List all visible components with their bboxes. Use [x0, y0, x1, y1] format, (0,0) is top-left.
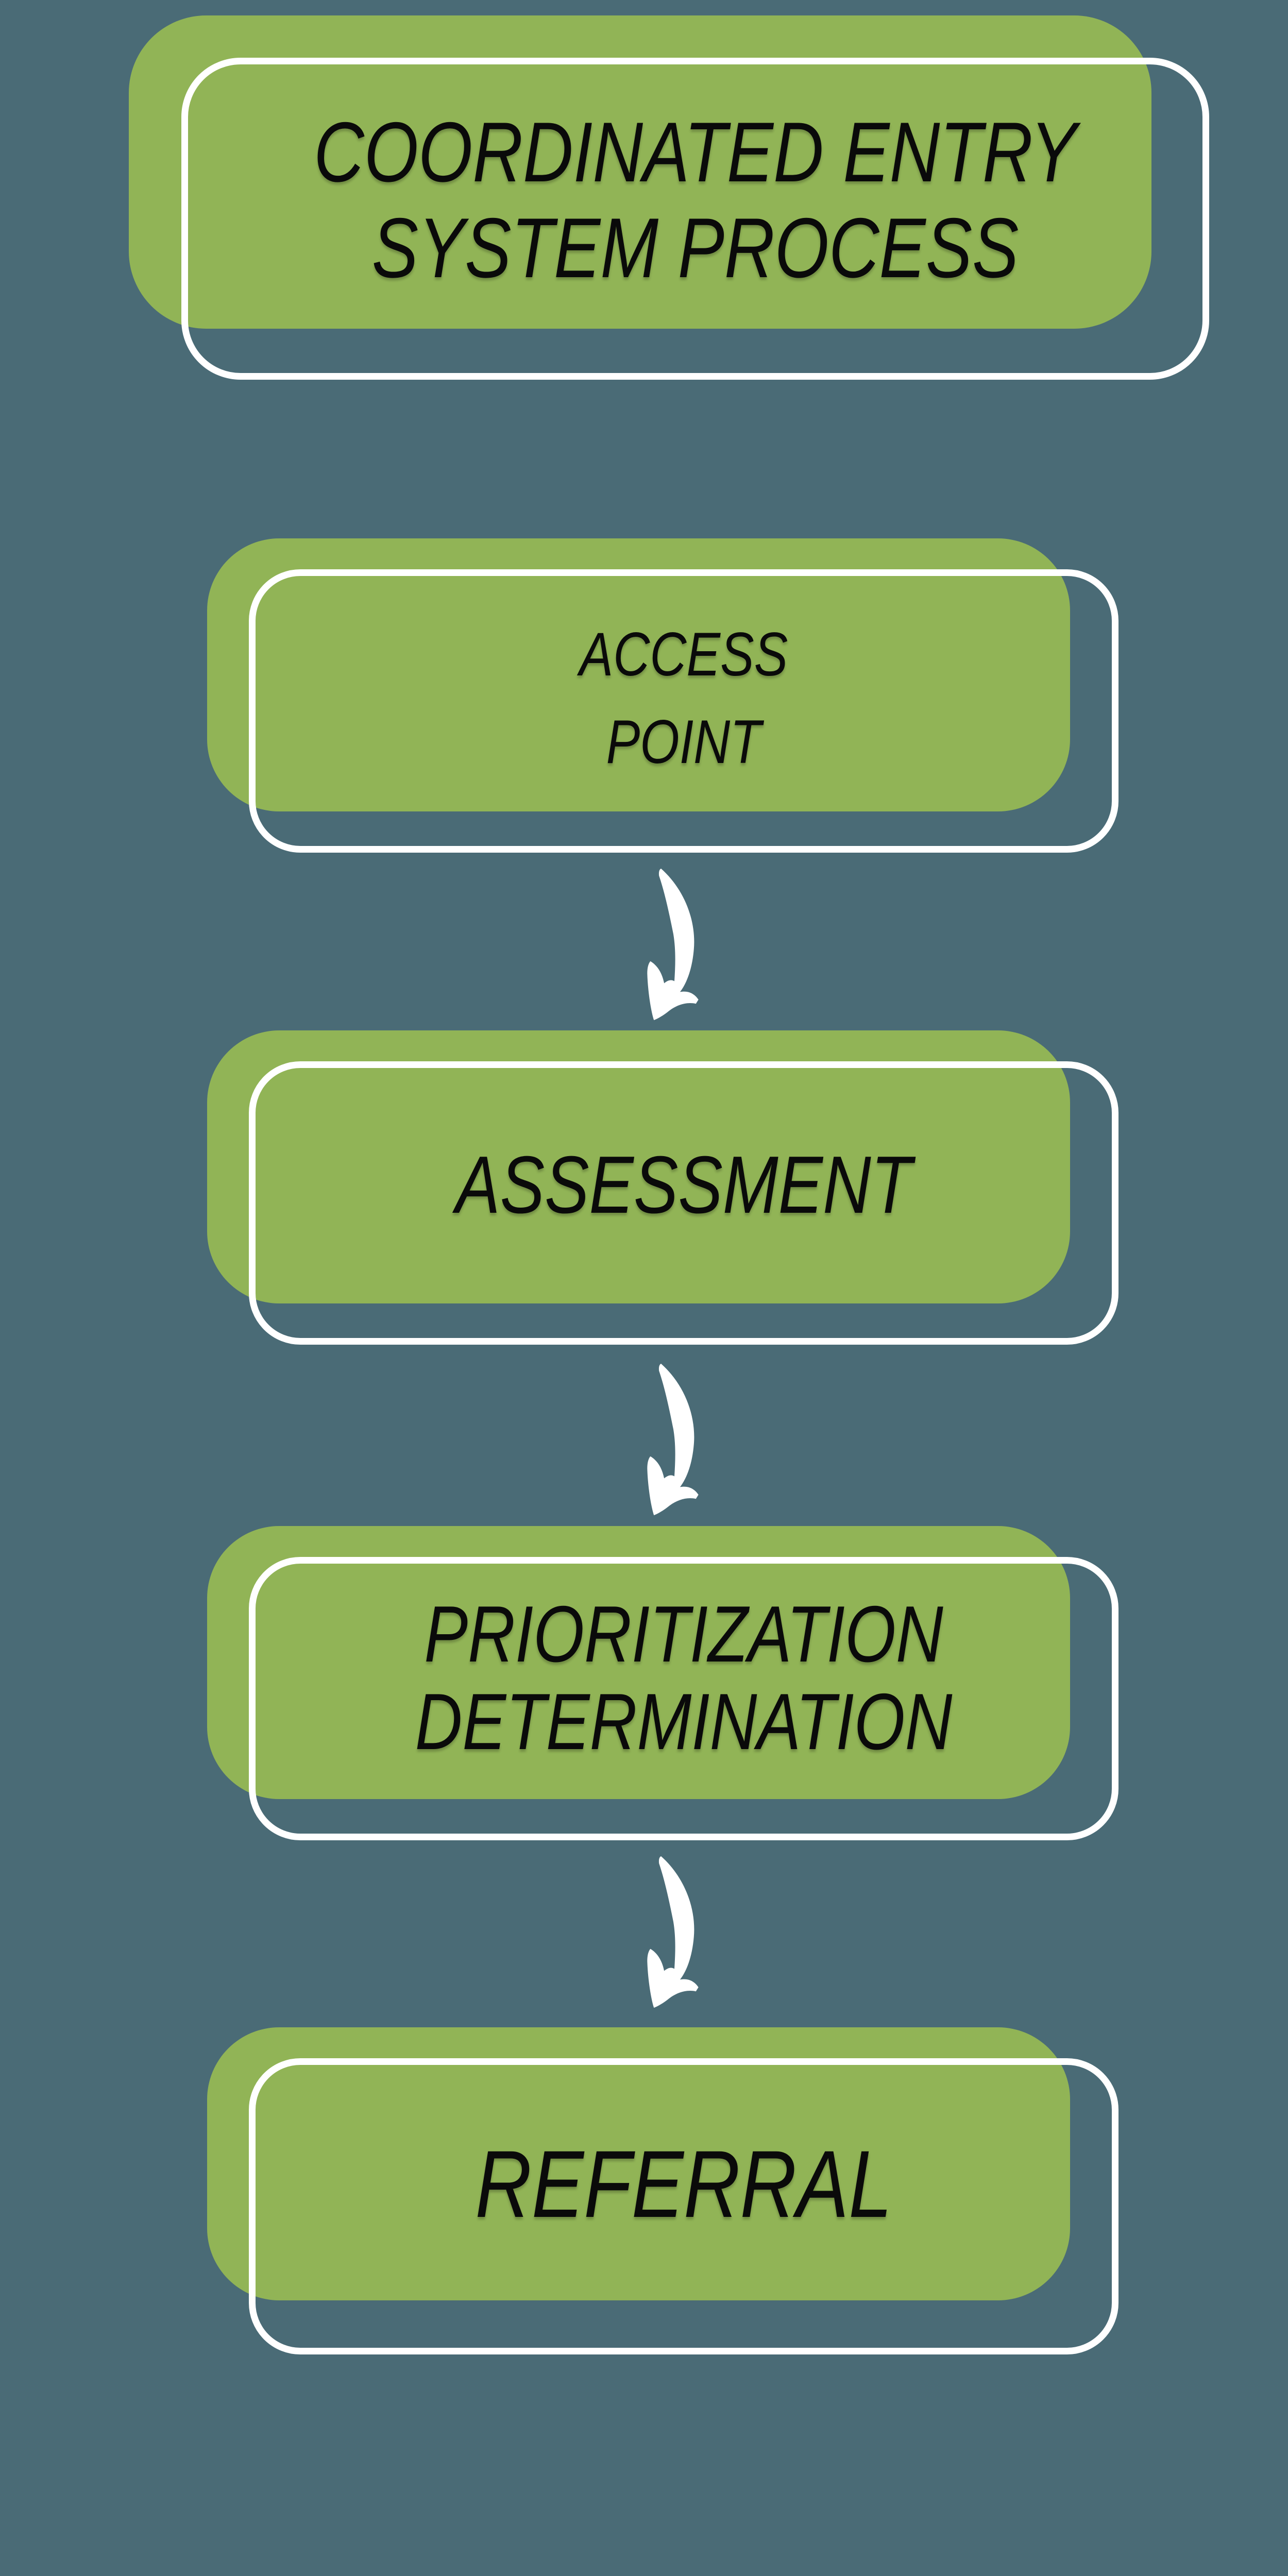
- curved-down-arrow-icon: [644, 868, 702, 1021]
- assessment-label: ASSESSMENT: [249, 1133, 1118, 1236]
- access-point-line-1: ACCESS: [579, 620, 788, 689]
- title-line-1: COORDINATED ENTRY: [314, 105, 1077, 199]
- assessment-box-fill: [207, 1030, 1070, 1303]
- referral-box-outline: [249, 2058, 1118, 2354]
- referral-box-fill: [207, 2027, 1070, 2300]
- assessment-line-1: ASSESSMENT: [455, 1140, 912, 1230]
- access-point-box-outline: [249, 569, 1118, 853]
- title-box-outline: [181, 58, 1209, 380]
- prioritization-box-outline: [249, 1557, 1118, 1840]
- prioritization-line-2: DETERMINATION: [415, 1677, 953, 1766]
- referral-label: REFERRAL: [249, 2128, 1118, 2241]
- prioritization-label: PRIORITIZATION DETERMINATION: [249, 1590, 1118, 1766]
- prioritization-box-fill: [207, 1526, 1070, 1799]
- prioritization-line-1: PRIORITIZATION: [424, 1589, 943, 1679]
- title-box-fill: [129, 15, 1151, 329]
- access-point-label: ACCESS POINT: [249, 611, 1118, 786]
- title-line-2: SYSTEM PROCESS: [371, 200, 1019, 295]
- referral-line-1: REFERRAL: [475, 2131, 892, 2238]
- access-point-box-fill: [207, 538, 1070, 811]
- page-title: COORDINATED ENTRY SYSTEM PROCESS: [181, 104, 1209, 296]
- access-point-line-2: POINT: [606, 707, 761, 776]
- curved-down-arrow-icon: [644, 1855, 702, 2009]
- assessment-box-outline: [249, 1061, 1118, 1345]
- curved-down-arrow-icon: [644, 1363, 702, 1516]
